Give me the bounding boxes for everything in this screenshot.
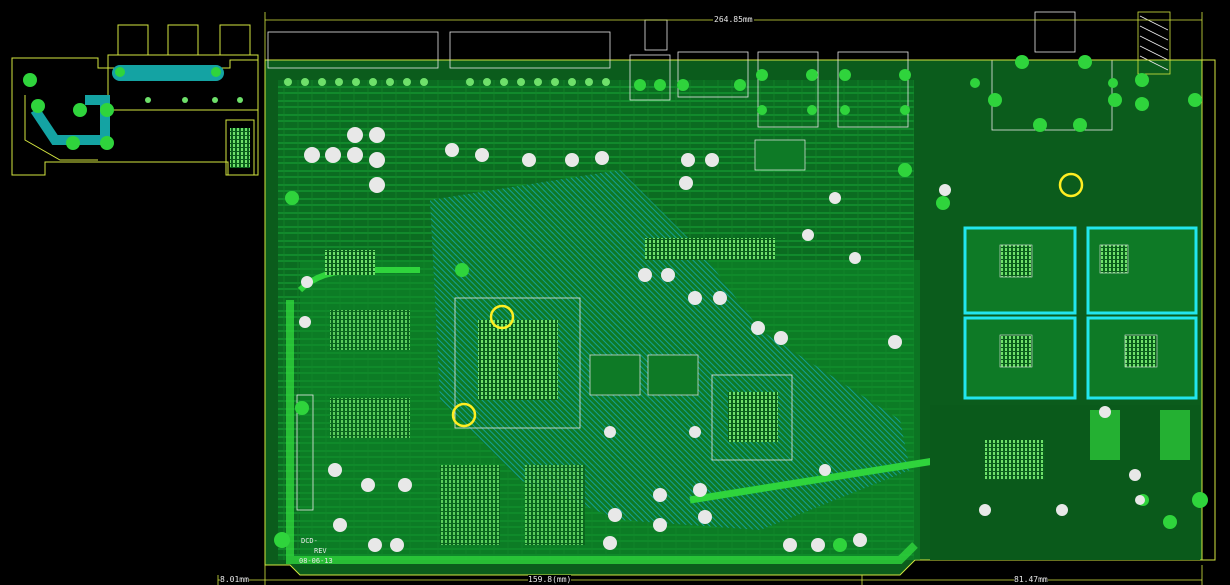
dimension-lines (217, 12, 1203, 585)
capacitors (299, 127, 1145, 552)
main-chip-area (296, 139, 806, 545)
marker-lower-cpu[interactable] (451, 402, 477, 428)
connector-stripes (1139, 15, 1169, 71)
right-module-vias (970, 55, 1208, 529)
mounting-holes (274, 69, 950, 552)
board-label-line1: DCD- (301, 537, 318, 545)
right-module-outline (918, 59, 1216, 561)
left-connector-copper (23, 65, 250, 168)
dimension-bottom-right: 81.47mm (1014, 575, 1048, 585)
dimension-bottom-mid: 159.8(mm) (528, 575, 572, 585)
right-module-body (925, 135, 1200, 560)
marker-upper-cpu[interactable] (489, 304, 515, 330)
dimension-bottom-left: 8.01mm (220, 575, 249, 585)
left-connector-outline (11, 24, 259, 176)
board-label-line3: 08-06-13 (299, 557, 333, 565)
marker-right-module[interactable] (1058, 172, 1084, 198)
top-header-pins (284, 78, 610, 86)
dimension-top-width: 264.85mm (713, 15, 754, 25)
board-label-line2: REV (314, 547, 327, 555)
highlight-markers[interactable] (451, 172, 1084, 428)
